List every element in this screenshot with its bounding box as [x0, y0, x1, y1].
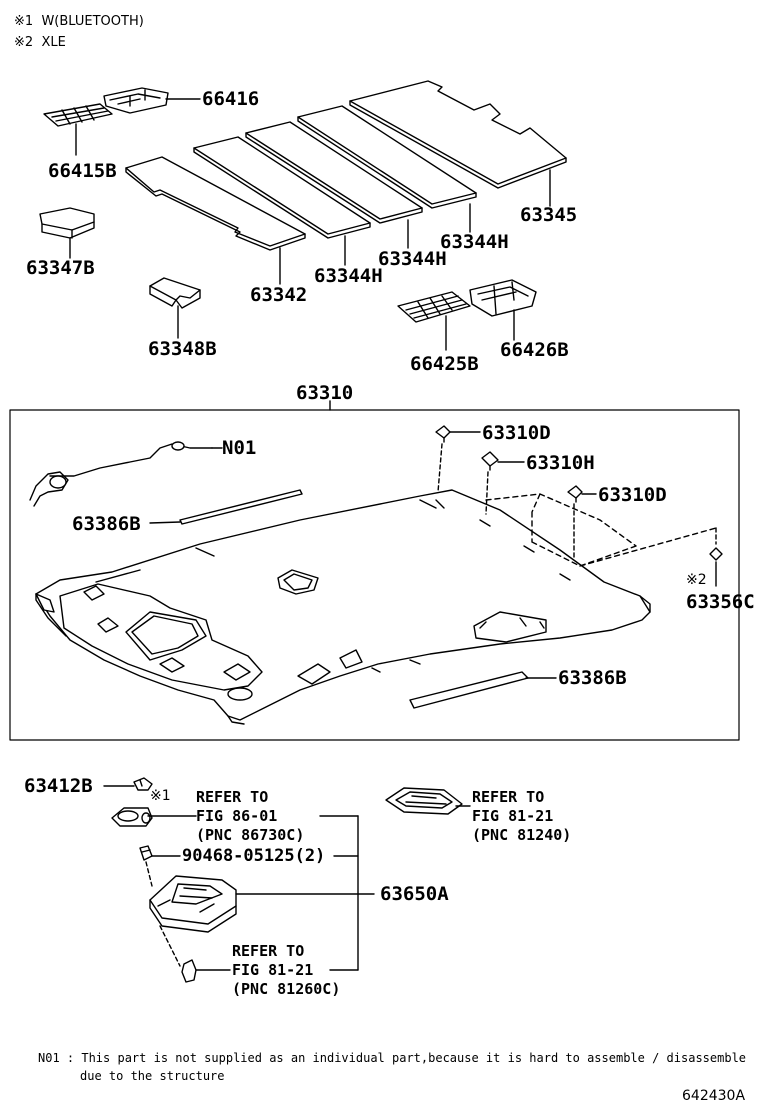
part-86730C-drawing — [111, 807, 153, 827]
part-N01-drawing — [29, 441, 213, 507]
part-66426B-drawing — [469, 279, 537, 317]
footnote-line-1: N01 : This part is not supplied as an in… — [38, 1051, 747, 1065]
label-63650A[interactable]: 63650A — [380, 883, 449, 905]
part-66415B-drawing — [43, 103, 113, 127]
part-63386B-b-drawing — [409, 671, 529, 709]
diagram-code: 642430A — [682, 1088, 746, 1104]
mark-63412B: ※1 — [150, 788, 171, 804]
part-63344H-a-drawing — [193, 136, 371, 239]
label-63310H[interactable]: 63310H — [526, 452, 595, 474]
legend-item-2: ※2 XLE — [14, 35, 66, 51]
label-66416[interactable]: 66416 — [202, 88, 260, 110]
part-63344H-b-drawing — [245, 121, 423, 224]
mark-63356C: ※2 — [686, 572, 707, 588]
refer-1-line1: REFER TO — [196, 788, 269, 806]
label-63412B[interactable]: 63412B — [24, 775, 93, 797]
part-63412B-drawing — [133, 777, 153, 791]
part-90468-drawing — [139, 845, 153, 861]
label-63386B-a[interactable]: 63386B — [72, 513, 141, 535]
part-63650A-drawing — [149, 875, 237, 933]
legend-mark-1: ※1 — [14, 14, 34, 29]
refer-fig-86-01[interactable]: REFER TO FIG 86-01 (PNC 86730C) — [196, 788, 304, 845]
refer-fig-81-21-a[interactable]: REFER TO FIG 81-21 (PNC 81240) — [472, 788, 571, 845]
legend-text-2: XLE — [41, 35, 66, 50]
label-63310[interactable]: 63310 — [296, 382, 354, 404]
legend-item-1: ※1 W(BLUETOOTH) — [14, 14, 144, 30]
label-63345[interactable]: 63345 — [520, 204, 578, 226]
label-63347B[interactable]: 63347B — [26, 257, 95, 279]
part-63344H-c-drawing — [297, 105, 477, 209]
legend-text-1: W(BLUETOOTH) — [41, 14, 144, 29]
refer-3-line1: REFER TO — [232, 942, 305, 960]
label-63344H-c[interactable]: 63344H — [440, 231, 509, 253]
label-66426B[interactable]: 66426B — [500, 339, 569, 361]
label-66415B[interactable]: 66415B — [48, 160, 117, 182]
clip-63310D-b-drawing — [567, 485, 583, 503]
label-63344H-b[interactable]: 63344H — [378, 248, 447, 270]
part-66416-drawing — [103, 87, 169, 114]
refer-1-line3: (PNC 86730C) — [196, 826, 305, 844]
refer-fig-81-21-b[interactable]: REFER TO FIG 81-21 (PNC 81260C) — [232, 942, 340, 999]
label-66425B[interactable]: 66425B — [410, 353, 479, 375]
headliner-63310-drawing — [35, 489, 651, 725]
refer-3-line3: (PNC 81260C) — [232, 980, 341, 998]
part-66425B-drawing — [397, 291, 471, 323]
refer-2-line3: (PNC 81240) — [472, 826, 572, 844]
refer-2-line2: FIG 81-21 — [472, 807, 554, 825]
label-90468[interactable]: 90468-05125(2) — [182, 846, 326, 866]
refer-1-line2: FIG 86-01 — [196, 807, 278, 825]
part-63347B-drawing — [39, 207, 95, 239]
label-63356C[interactable]: 63356C — [686, 591, 755, 613]
refer-2-line1: REFER TO — [472, 788, 545, 806]
part-63345-drawing — [349, 80, 567, 189]
part-81260C-bulb-drawing — [181, 959, 197, 983]
clip-63310H-drawing — [481, 451, 499, 471]
clip-63310D-a-drawing — [435, 425, 451, 443]
label-N01[interactable]: N01 — [222, 437, 257, 459]
part-63386B-a-drawing — [179, 489, 303, 525]
label-63348B[interactable]: 63348B — [148, 338, 217, 360]
label-63310D-a[interactable]: 63310D — [482, 422, 551, 444]
assembly-63310-frame — [9, 409, 740, 741]
label-63344H-a[interactable]: 63344H — [314, 265, 383, 287]
label-63342[interactable]: 63342 — [250, 284, 308, 306]
part-63342-drawing — [125, 156, 306, 251]
label-63310D-b[interactable]: 63310D — [598, 484, 667, 506]
label-63386B-b[interactable]: 63386B — [558, 667, 627, 689]
part-63348B-drawing — [149, 277, 201, 309]
legend-mark-2: ※2 — [14, 35, 34, 50]
footnote-line-2: due to the structure — [80, 1069, 225, 1083]
part-81240-drawing — [385, 787, 463, 815]
refer-3-line2: FIG 81-21 — [232, 961, 314, 979]
part-63356C-drawing — [709, 547, 723, 561]
